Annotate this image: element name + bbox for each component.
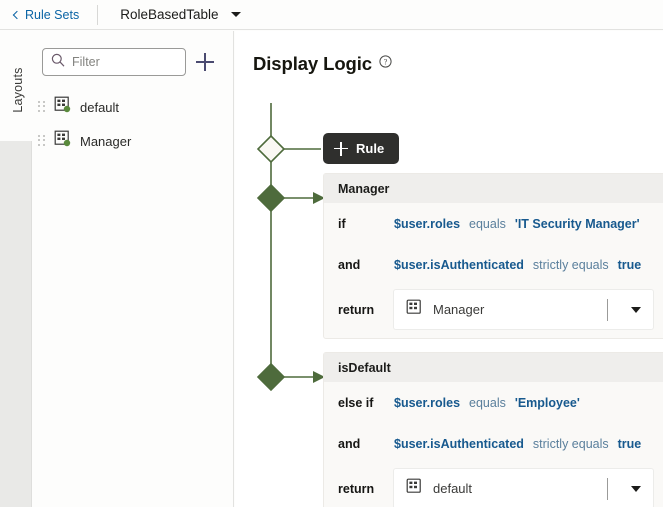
- add-layout-button[interactable]: [194, 51, 216, 73]
- table-layout-icon: [406, 478, 422, 499]
- condition-keyword: and: [338, 436, 361, 451]
- condition-keyword: and: [338, 257, 361, 272]
- add-rule-button[interactable]: Rule: [323, 133, 400, 164]
- left-rail: Layouts: [0, 31, 32, 507]
- table-layout-icon: [406, 299, 422, 320]
- condition-expression: $user.isAuthenticated strictly equals tr…: [394, 437, 641, 451]
- condition-value[interactable]: 'IT Security Manager': [514, 216, 640, 231]
- search-icon: [51, 53, 65, 72]
- caret-down-icon[interactable]: [619, 469, 653, 507]
- caret-down-icon[interactable]: [230, 12, 241, 17]
- plus-icon: [334, 141, 348, 156]
- condition-operator[interactable]: equals: [469, 216, 506, 231]
- condition-operator[interactable]: strictly equals: [532, 436, 609, 451]
- drag-handle-icon[interactable]: [38, 134, 45, 148]
- toolbar-divider: [97, 4, 99, 25]
- list-item[interactable]: default: [32, 90, 233, 124]
- top-bar: Rule Sets RoleBasedTable: [0, 0, 663, 30]
- chevron-left-icon: [12, 10, 22, 19]
- list-item[interactable]: Manager: [32, 124, 233, 158]
- layouts-panel: default Manager: [32, 31, 234, 507]
- condition-row[interactable]: and $user.isAuthenticated strictly equal…: [324, 423, 663, 464]
- select-divider: [607, 298, 608, 321]
- layouts-list: default Manager: [32, 90, 233, 158]
- decision-node-start: [256, 134, 286, 164]
- caret-down-icon[interactable]: [619, 290, 653, 329]
- return-layout-select[interactable]: Manager: [394, 290, 653, 329]
- decision-node-rule-2: [256, 362, 286, 392]
- table-layout-icon: [54, 130, 71, 152]
- rule-card: isDefault else if $user.roles equals 'Em…: [323, 352, 663, 507]
- drag-handle-icon[interactable]: [38, 100, 45, 114]
- return-layout-value: Manager: [433, 302, 485, 317]
- condition-keyword: else if: [338, 395, 374, 410]
- condition-operator[interactable]: strictly equals: [532, 257, 609, 272]
- return-layout-select[interactable]: default: [394, 469, 653, 507]
- table-layout-icon: [54, 96, 71, 118]
- return-keyword: return: [338, 302, 375, 317]
- select-divider: [607, 477, 608, 500]
- search-input[interactable]: [72, 55, 177, 69]
- svg-text:?: ?: [384, 58, 388, 67]
- condition-value[interactable]: 'Employee': [514, 395, 580, 410]
- panel-toolbar: [32, 31, 233, 76]
- return-keyword: return: [338, 481, 375, 496]
- rail-tab-layouts[interactable]: Layouts: [11, 67, 25, 113]
- rule-card: Manager if $user.roles equals 'IT Securi…: [323, 173, 663, 339]
- page-title: Display Logic ?: [253, 53, 663, 75]
- condition-row[interactable]: and $user.isAuthenticated strictly equal…: [324, 244, 663, 285]
- rail-strip: [0, 141, 32, 507]
- condition-expression: $user.isAuthenticated strictly equals tr…: [394, 258, 641, 272]
- condition-variable[interactable]: $user.isAuthenticated: [394, 257, 524, 272]
- list-item-label: default: [80, 99, 120, 115]
- condition-expression: $user.roles equals 'Employee': [394, 396, 580, 410]
- document-title: RoleBasedTable: [120, 7, 219, 22]
- list-item-label: Manager: [80, 133, 132, 149]
- condition-variable[interactable]: $user.roles: [394, 216, 461, 231]
- rule-card-title: Manager: [324, 174, 663, 203]
- condition-row[interactable]: else if $user.roles equals 'Employee': [324, 382, 663, 423]
- condition-expression: $user.roles equals 'IT Security Manager': [394, 217, 640, 231]
- condition-value[interactable]: true: [617, 436, 642, 451]
- rule-card-title: isDefault: [324, 353, 663, 382]
- back-to-rule-sets-link[interactable]: Rule Sets: [12, 7, 80, 22]
- condition-variable[interactable]: $user.isAuthenticated: [394, 436, 524, 451]
- condition-operator[interactable]: equals: [469, 395, 506, 410]
- help-circle-icon[interactable]: ?: [379, 55, 392, 73]
- add-rule-label: Rule: [356, 141, 385, 156]
- back-link-label: Rule Sets: [25, 7, 80, 22]
- main-canvas: Display Logic ?: [235, 31, 663, 507]
- condition-row[interactable]: if $user.roles equals 'IT Security Manag…: [324, 203, 663, 244]
- page-title-text: Display Logic: [253, 53, 372, 74]
- filter-box[interactable]: [42, 48, 186, 76]
- condition-value[interactable]: true: [617, 257, 642, 272]
- condition-keyword: if: [338, 216, 346, 231]
- condition-variable[interactable]: $user.roles: [394, 395, 461, 410]
- return-layout-value: default: [433, 481, 473, 496]
- return-row: return default: [324, 464, 663, 507]
- decision-node-rule-1: [256, 183, 286, 213]
- return-row: return Manager: [324, 285, 663, 338]
